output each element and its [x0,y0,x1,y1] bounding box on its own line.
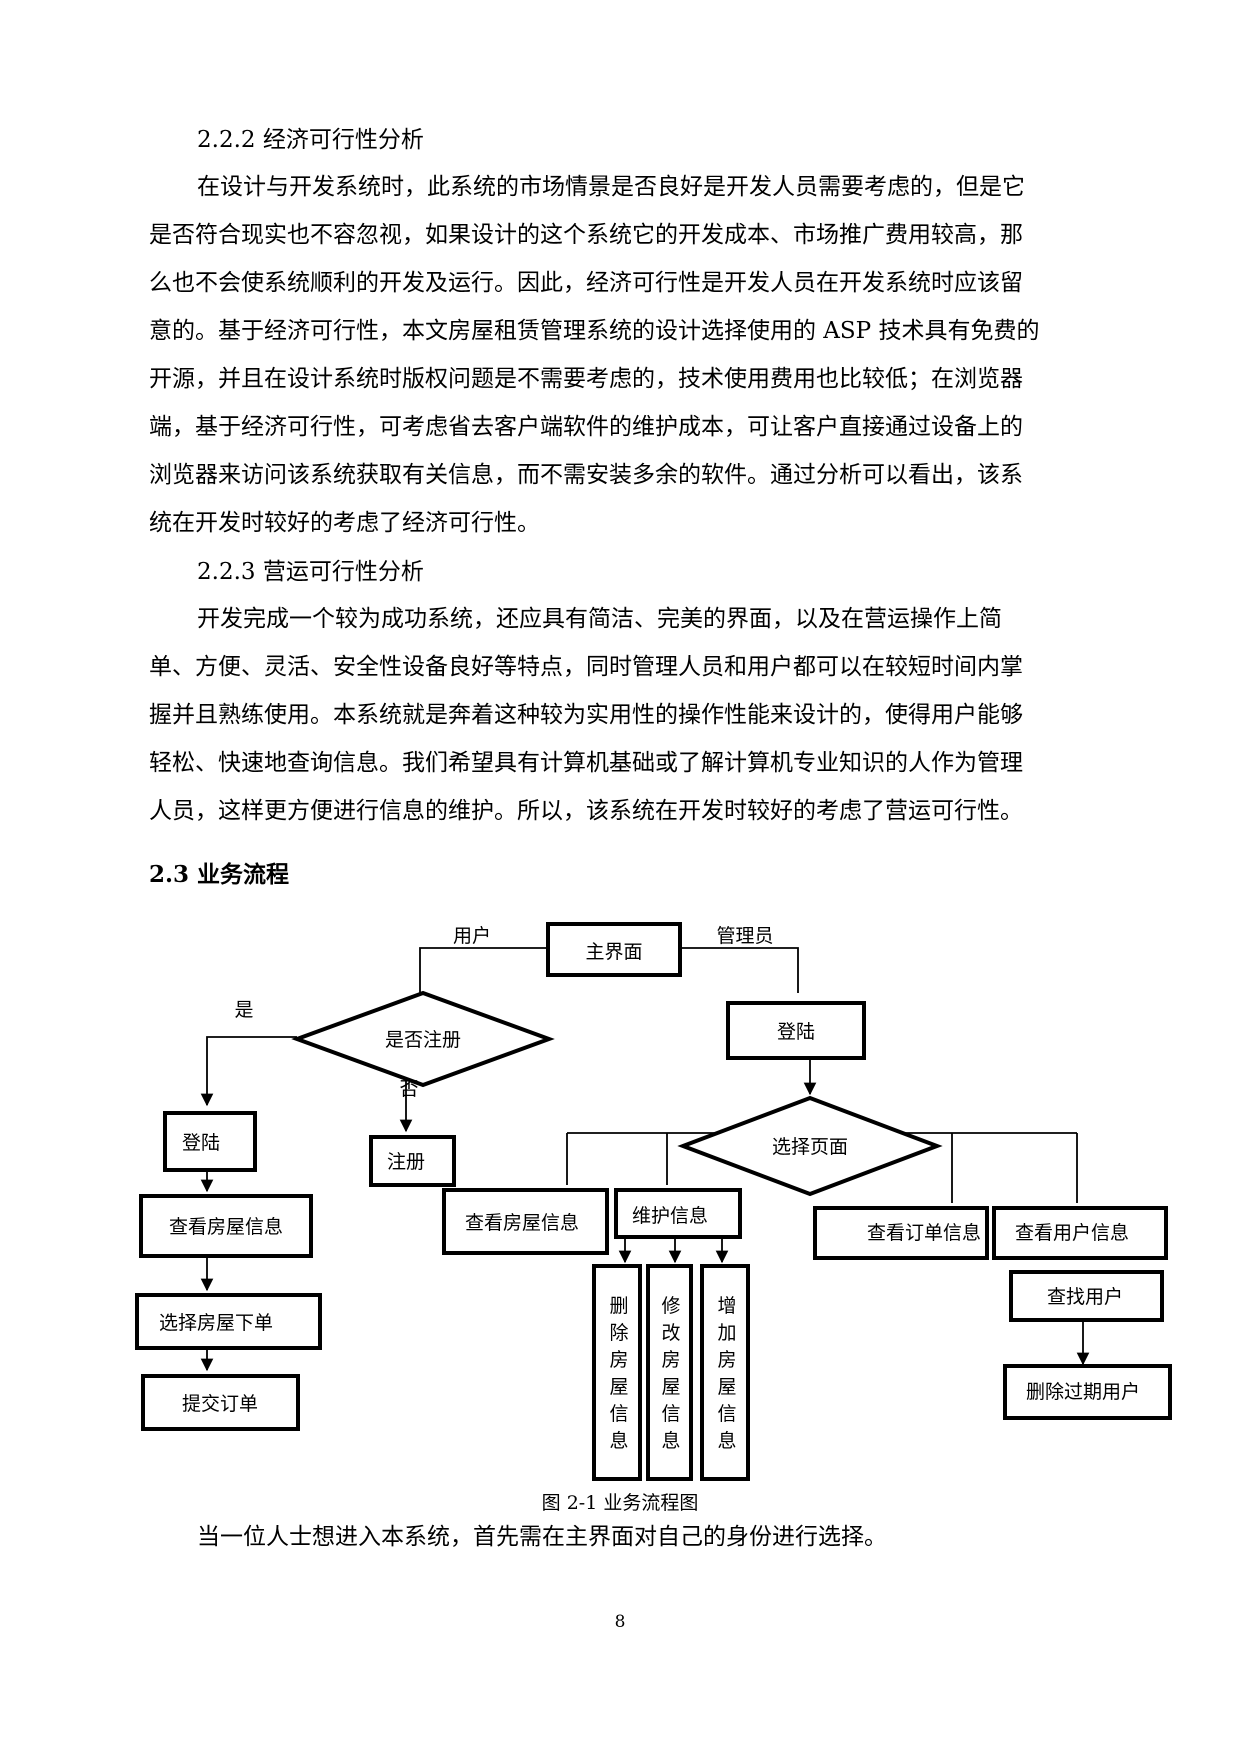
connector-main-user [419,947,548,993]
label-user: 用户 [453,925,491,947]
node-login-admin [726,1001,866,1060]
label-is-registered: 是否注册 [385,1029,461,1051]
node-view-users [992,1206,1168,1260]
label-maintain-info: 维护信息 [632,1205,708,1227]
vertical-char: 房 [609,1349,628,1371]
paragraph-line: 意的。基于经济可行性，本文房屋租赁管理系统的设计选择使用的 ASP 技术具有免费… [149,318,1040,344]
paragraph-line: 单、方便、灵活、安全性设备良好等特点，同时管理人员和用户都可以在较短时间内掌 [149,654,1023,680]
paragraph-line: 浏览器来访问该系统获取有关信息，而不需安装多余的软件。通过分析可以看出，该系 [149,462,1023,488]
vertical-char: 除 [609,1322,628,1344]
label-select-page: 选择页面 [772,1136,848,1158]
connector-main-admin [680,947,799,993]
vertical-char: 增 [717,1295,736,1317]
section-heading-222: 2.2.2 经济可行性分析 [197,127,424,153]
paragraph-line: 握并且熟练使用。本系统就是奔着这种较为实用性的操作性能来设计的，使得用户能够 [149,702,1023,728]
paragraph-line: 么也不会使系统顺利的开发及运行。因此，经济可行性是开发人员在开发系统时应该留 [149,270,1023,296]
node-view-house-admin [442,1188,609,1255]
node-add-house [700,1264,750,1481]
vertical-char: 息 [609,1430,628,1452]
section-heading-223: 2.2.3 营运可行性分析 [197,559,424,585]
node-delete-house [592,1264,642,1481]
node-is-registered [291,990,555,1088]
node-maintain-info [614,1188,742,1239]
vertical-char: 房 [717,1349,736,1371]
paragraph-line: 开源，并且在设计系统时版权问题是不需要考虑的，技术使用费用也比较低；在浏览器 [149,366,1023,392]
node-find-user [1009,1270,1164,1322]
vertical-char: 删 [609,1295,628,1317]
vertical-char: 息 [661,1430,680,1452]
paragraph-line: 轻松、快速地查询信息。我们希望具有计算机基础或了解计算机专业知识的人作为管理 [149,750,1023,776]
page-number: 8 [614,1612,626,1632]
node-view-orders [813,1206,989,1260]
label-admin: 管理员 [716,925,773,947]
vertical-char: 修 [661,1295,680,1317]
label-view-house-admin: 查看房屋信息 [465,1212,579,1234]
node-login-user [163,1111,257,1172]
node-view-house-user [139,1194,313,1258]
paragraph-line: 开发完成一个较为成功系统，还应具有简洁、完美的界面，以及在营运操作上简 [197,606,1002,632]
label-no: 否 [399,1078,418,1100]
vertical-char: 屋 [661,1376,680,1398]
node-select-page [677,1095,943,1197]
vertical-char: 房 [661,1349,680,1371]
vertical-char: 信 [717,1403,736,1425]
flow-labels: 主界面 用户 管理员 是否注册 是 否 登陆 选择页面 登陆 注册 查看房屋信息… [159,925,1140,1452]
paragraph-line: 统在开发时较好的考虑了经济可行性。 [149,510,540,536]
paragraph-line: 端，基于经济可行性，可考虑省去客户端软件的维护成本，可让客户直接通过设备上的 [149,414,1023,440]
paragraph-line: 人员，这样更方便进行信息的维护。所以，该系统在开发时较好的考虑了营运可行性。 [149,798,1023,824]
label-view-users: 查看用户信息 [1015,1222,1129,1244]
label-yes: 是 [234,999,253,1021]
section-heading-23: 2.3 业务流程 [149,861,290,888]
node-register [369,1135,456,1187]
label-login-user: 登陆 [182,1132,220,1154]
vertical-char: 信 [609,1403,628,1425]
label-main-ui: 主界面 [585,941,642,963]
node-delete-expired [1003,1364,1172,1420]
vertical-char: 息 [717,1430,736,1452]
closing-paragraph: 当一位人士想进入本系统，首先需在主界面对自己的身份进行选择。 [197,1524,887,1550]
label-view-house-user: 查看房屋信息 [169,1216,283,1238]
label-login-admin: 登陆 [777,1021,815,1043]
nodes [135,922,1172,1481]
paragraph-line: 是否符合现实也不容忽视，如果设计的这个系统它的开发成本、市场推广费用较高，那 [149,222,1023,248]
vertical-char: 加 [717,1322,736,1344]
label-register: 注册 [387,1151,425,1173]
vertical-char: 改 [661,1322,680,1344]
label-find-user: 查找用户 [1047,1286,1123,1308]
vertical-char: 屋 [609,1376,628,1398]
node-main-ui [546,922,682,977]
label-delete-expired: 删除过期用户 [1026,1381,1140,1403]
node-submit-order [141,1374,300,1431]
paragraph-line: 在设计与开发系统时，此系统的市场情景是否良好是开发人员需要考虑的，但是它 [197,174,1025,200]
label-select-house-order: 选择房屋下单 [159,1312,273,1334]
connector-yes [200,1036,297,1107]
label-submit-order: 提交订单 [182,1393,258,1415]
node-modify-house [646,1264,693,1481]
figure-caption: 图 2-1 业务流程图 [541,1492,699,1514]
vertical-char: 信 [661,1403,680,1425]
vertical-char: 屋 [717,1376,736,1398]
connectors [200,947,1090,1372]
node-select-house-order [135,1293,322,1350]
label-view-orders: 查看订单信息 [867,1222,981,1244]
